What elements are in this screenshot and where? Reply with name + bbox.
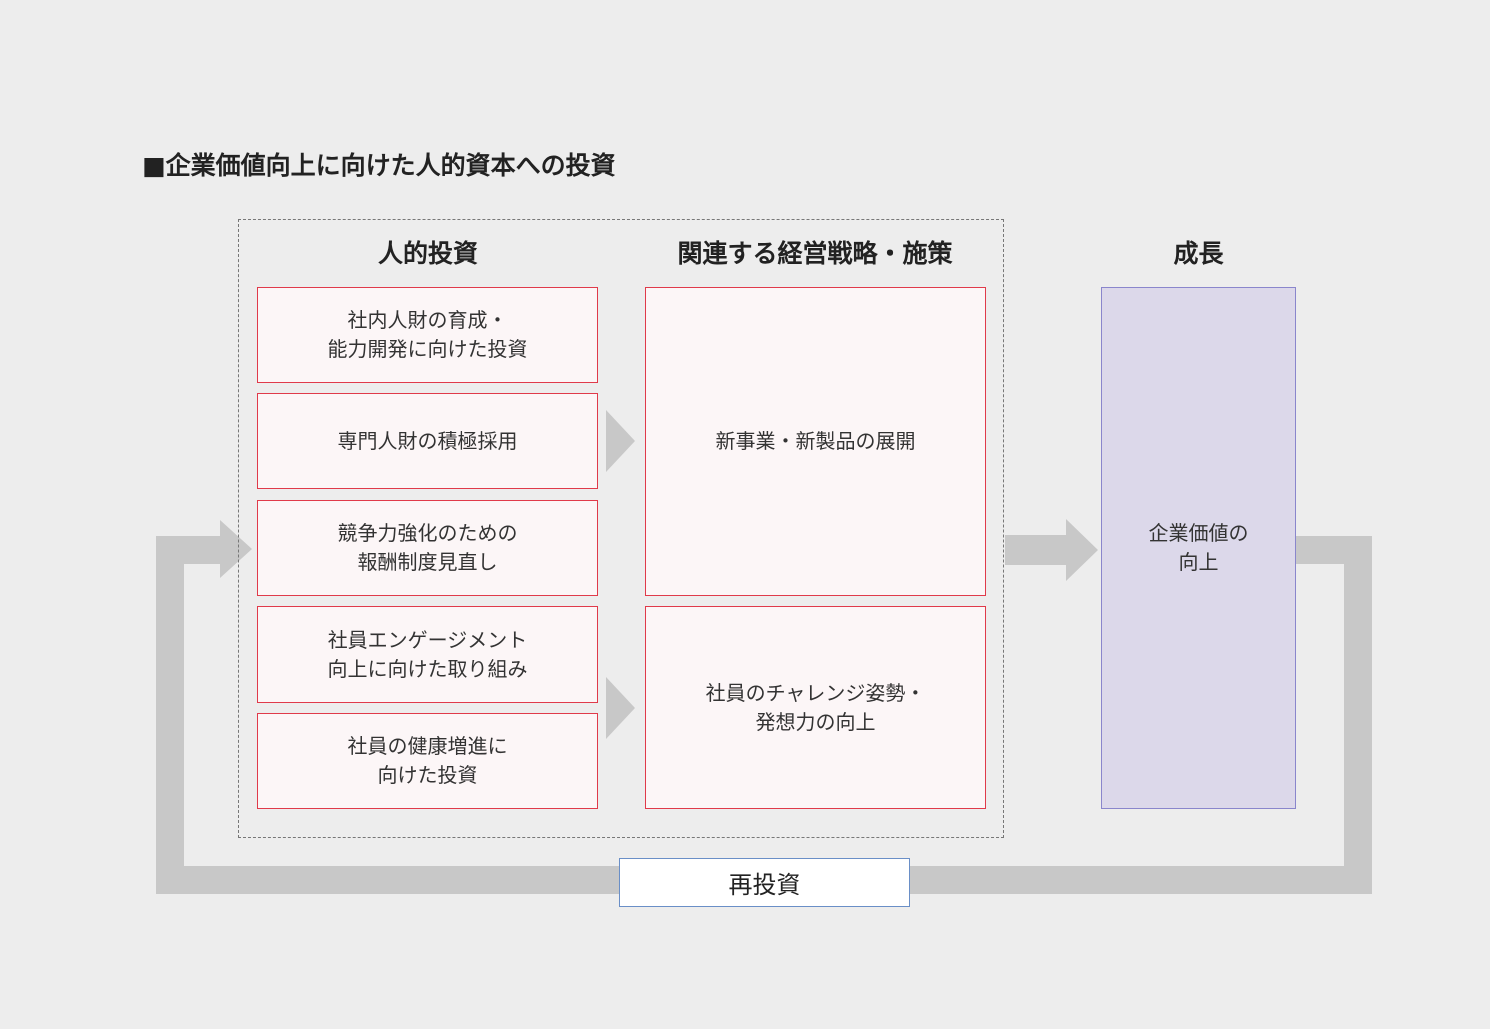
investment-box-compensation: 競争力強化のための 報酬制度見直し xyxy=(257,500,598,596)
reinvest-label: 再投資 xyxy=(619,858,910,907)
arrow-to-growth xyxy=(1005,519,1098,581)
investment-box-health: 社員の健康増進に 向けた投資 xyxy=(257,713,598,809)
page-title: ■企業価値向上に向けた人的資本への投資 xyxy=(142,151,616,180)
strategy-box-challenge: 社員のチャレンジ姿勢・ 発想力の向上 xyxy=(645,606,986,809)
investment-strategy-group xyxy=(238,219,1004,838)
arrow-to-strategy-2 xyxy=(606,677,635,739)
column-header-growth: 成長 xyxy=(1173,239,1224,268)
investment-box-recruitment: 専門人財の積極採用 xyxy=(257,393,598,489)
strategy-box-new-business: 新事業・新製品の展開 xyxy=(645,287,986,596)
arrow-to-strategy-1 xyxy=(606,410,635,472)
column-header-investment: 人的投資 xyxy=(377,239,478,268)
column-header-strategy: 関連する経営戦略・施策 xyxy=(677,239,953,268)
investment-box-training: 社内人財の育成・ 能力開発に向けた投資 xyxy=(257,287,598,383)
investment-box-engagement: 社員エンゲージメント 向上に向けた取り組み xyxy=(257,606,598,703)
growth-box: 企業価値の 向上 xyxy=(1101,287,1296,809)
